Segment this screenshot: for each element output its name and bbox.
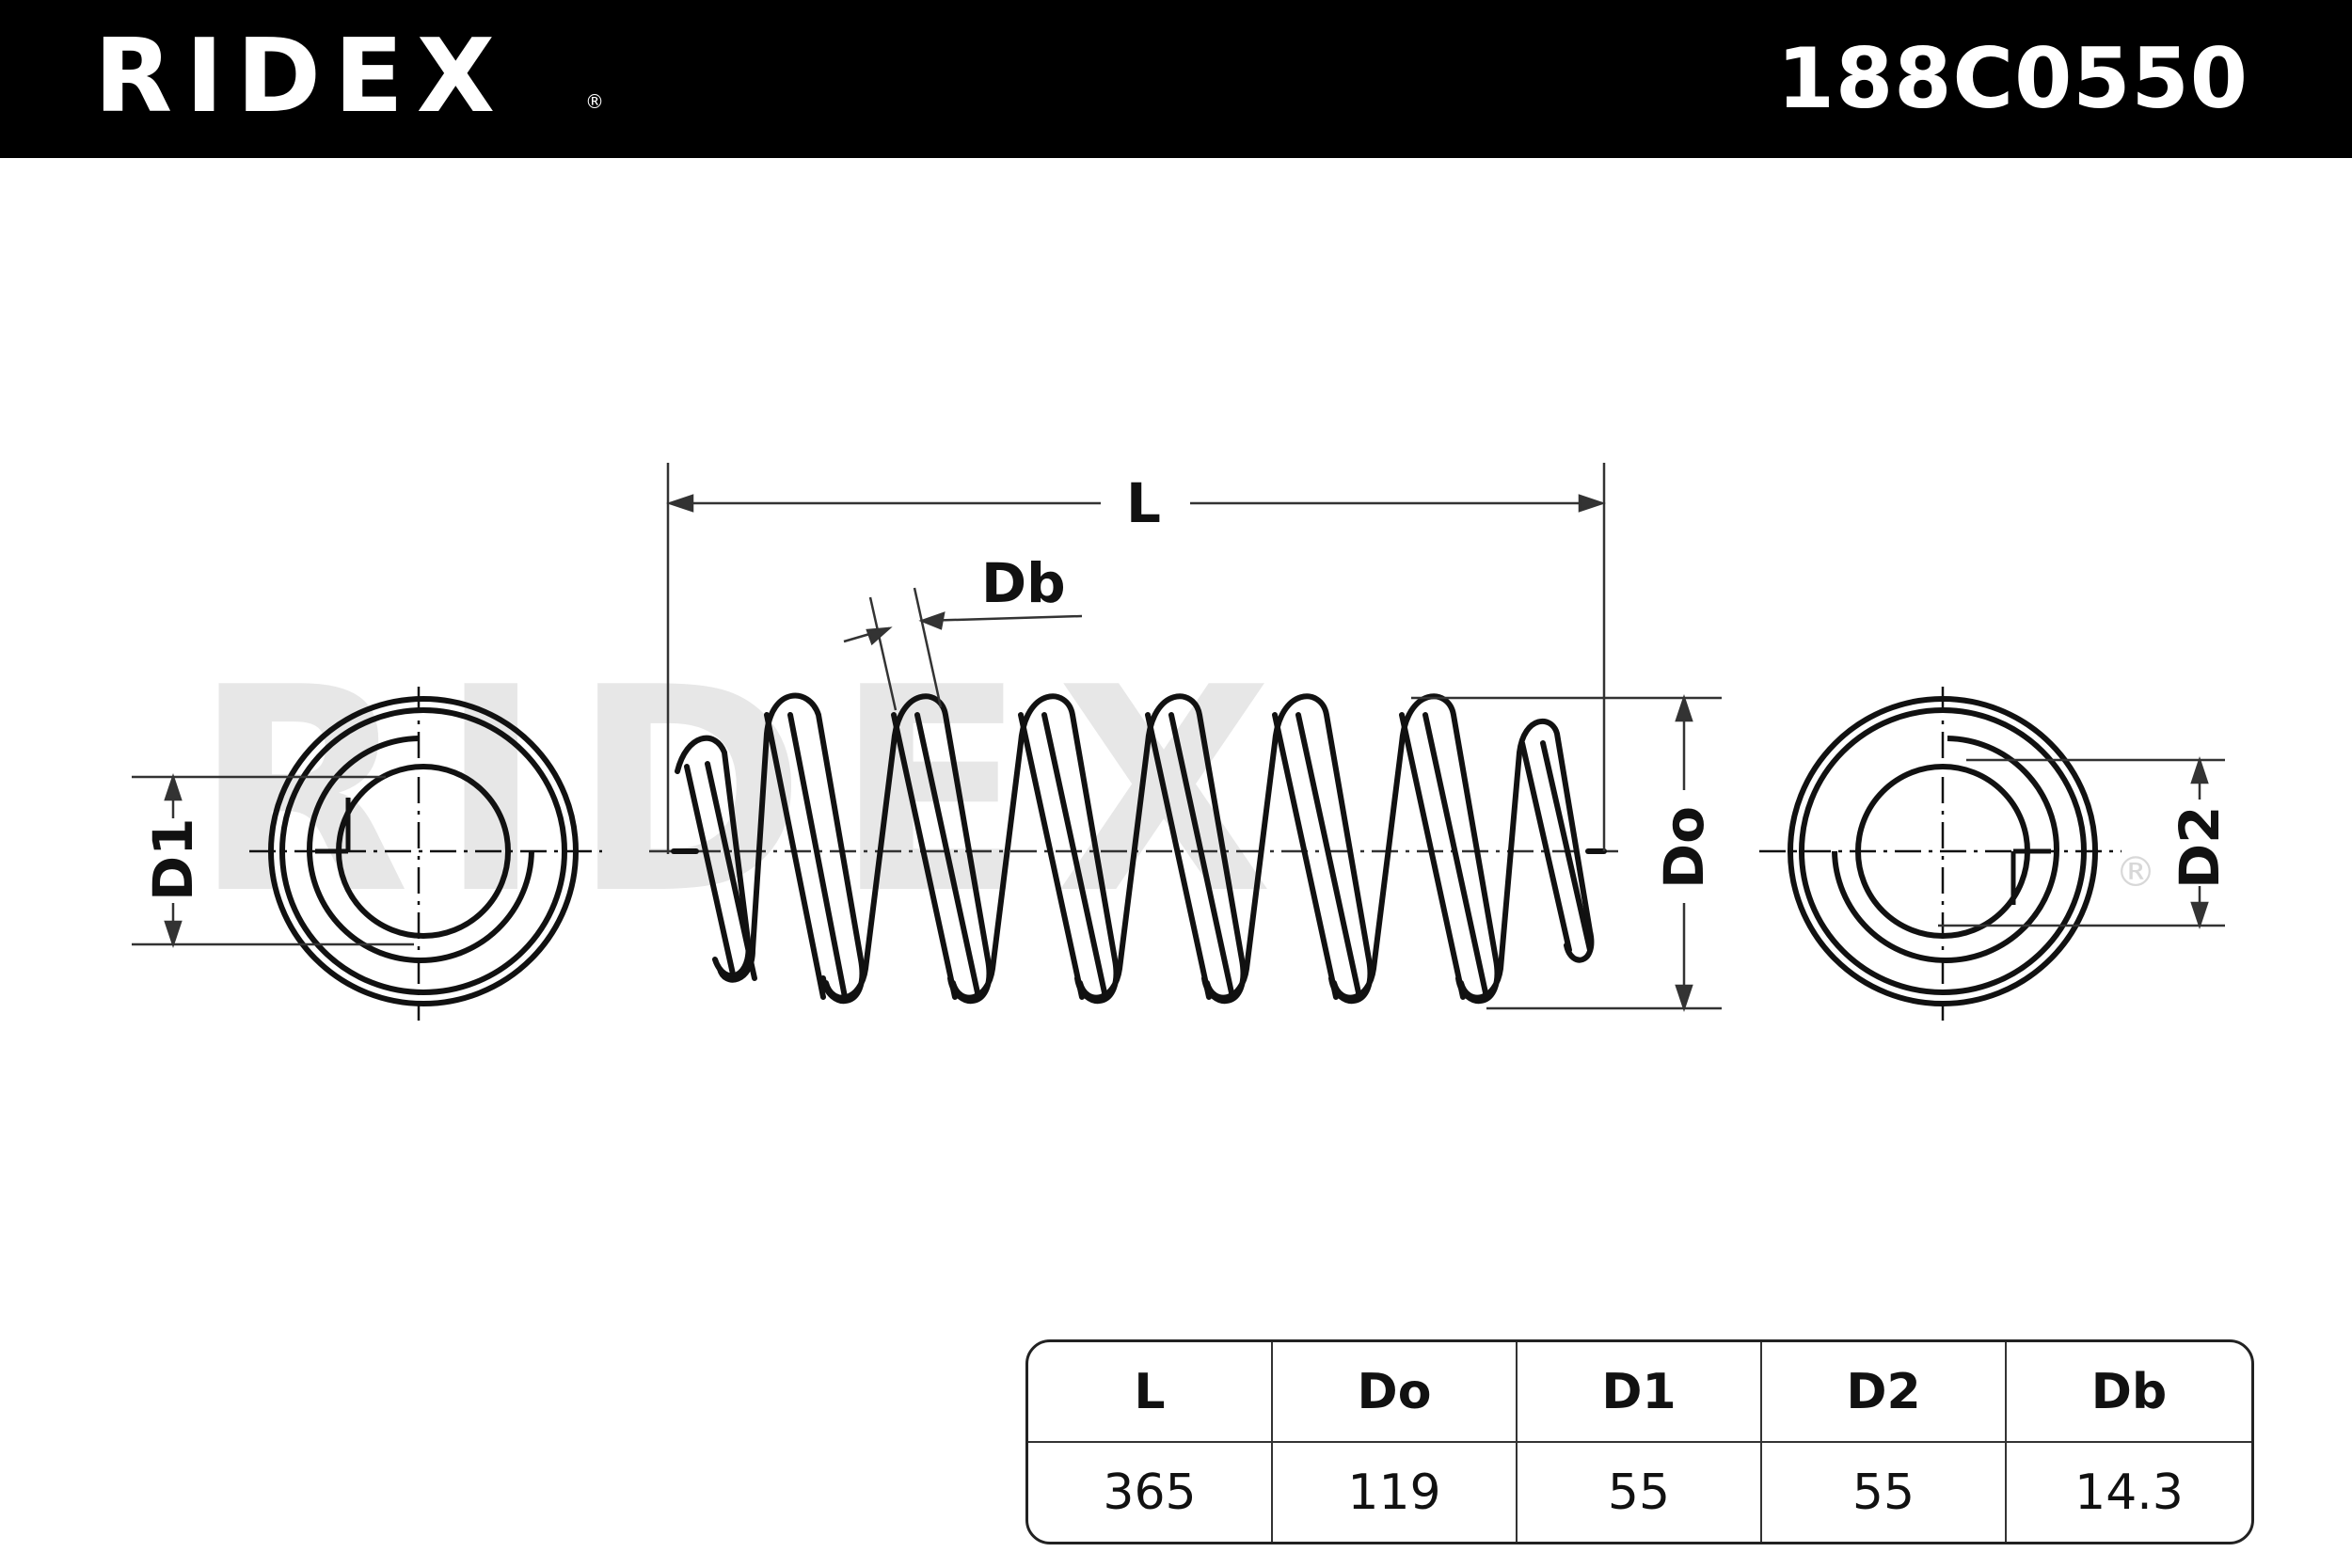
registered-mark-icon: ® (585, 90, 604, 113)
do-label: Do (1652, 806, 1716, 889)
left-end-view (249, 687, 602, 1021)
d2-label: D2 (2168, 805, 2232, 889)
do-dimension (1411, 694, 1722, 1012)
spec-value-row: 365 119 55 55 14.3 (1028, 1443, 2251, 1542)
l-label: L (1126, 471, 1161, 535)
d1-label: D1 (141, 817, 205, 901)
value-d2: 55 (1762, 1443, 2007, 1542)
part-number: 188C0550 (1776, 30, 2249, 127)
header-db: Db (2007, 1342, 2251, 1443)
value-do: 119 (1273, 1443, 1518, 1542)
spring-side-view (649, 692, 1618, 1005)
spec-header-row: L Do D1 D2 Db (1028, 1342, 2251, 1443)
db-label: Db (981, 551, 1066, 615)
registered-mark-icon: ® (2115, 848, 2156, 896)
header-l: L (1028, 1342, 1273, 1443)
value-d1: 55 (1518, 1443, 1762, 1542)
header-bar: RIDEX ® 188C0550 (0, 0, 2352, 158)
header-d1: D1 (1518, 1342, 1762, 1443)
spec-table: L Do D1 D2 Db 365 119 55 55 14.3 (1025, 1339, 2254, 1544)
db-dimension (843, 587, 1083, 711)
l-dimension (666, 463, 1606, 854)
right-end-view (1759, 687, 2122, 1021)
header-d2: D2 (1762, 1342, 2007, 1443)
watermark-logo: RIDEX (193, 627, 1301, 956)
header-do: Do (1273, 1342, 1518, 1443)
brand-logo: RIDEX (94, 18, 509, 135)
value-l: 365 (1028, 1443, 1273, 1542)
d2-dimension (1938, 756, 2225, 929)
d1-dimension (132, 773, 414, 948)
value-db: 14.3 (2074, 1464, 2184, 1521)
